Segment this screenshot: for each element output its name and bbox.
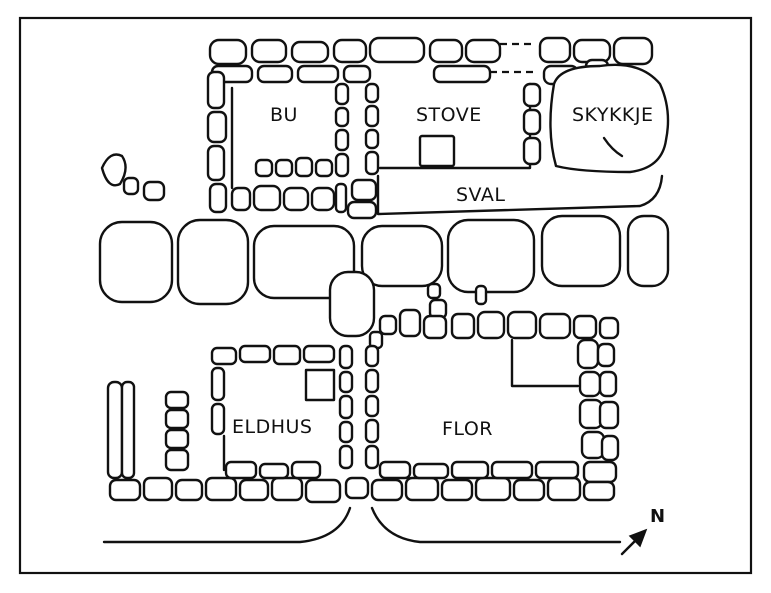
drawing-border xyxy=(18,16,753,575)
bu-inner-stones xyxy=(230,156,348,214)
eldhus-walls xyxy=(210,344,336,472)
loose-stones xyxy=(100,153,166,202)
lower-north-wall xyxy=(368,282,620,350)
paving-stones xyxy=(98,214,670,338)
sval-outline xyxy=(376,174,664,216)
flor-west-wall xyxy=(338,344,380,470)
west-fragment-wall xyxy=(106,380,190,480)
bu-west-wall xyxy=(206,70,234,214)
skykkje-rock xyxy=(549,63,670,174)
flor-inner-outline xyxy=(510,338,580,388)
room-label-sval: SVAL xyxy=(456,184,506,206)
lower-south-wall xyxy=(108,460,616,504)
stove-hearth xyxy=(418,134,456,168)
bu-stove-partition xyxy=(334,82,380,220)
upper-building xyxy=(206,36,670,220)
north-label: N xyxy=(650,506,666,527)
room-label-eldhus: ELDHUS xyxy=(232,416,313,438)
room-label-flor: FLOR xyxy=(442,418,493,440)
stove-east-wall xyxy=(522,82,542,166)
north-arrow-icon xyxy=(620,528,648,556)
lower-building xyxy=(106,282,620,504)
upper-north-wall xyxy=(208,36,654,86)
room-label-skykkje: SKYKKJE xyxy=(572,104,654,126)
room-label-bu: BU xyxy=(270,104,298,126)
room-label-stove: STOVE xyxy=(416,104,482,126)
ground-lines xyxy=(102,506,622,544)
flor-east-wall xyxy=(576,338,620,484)
